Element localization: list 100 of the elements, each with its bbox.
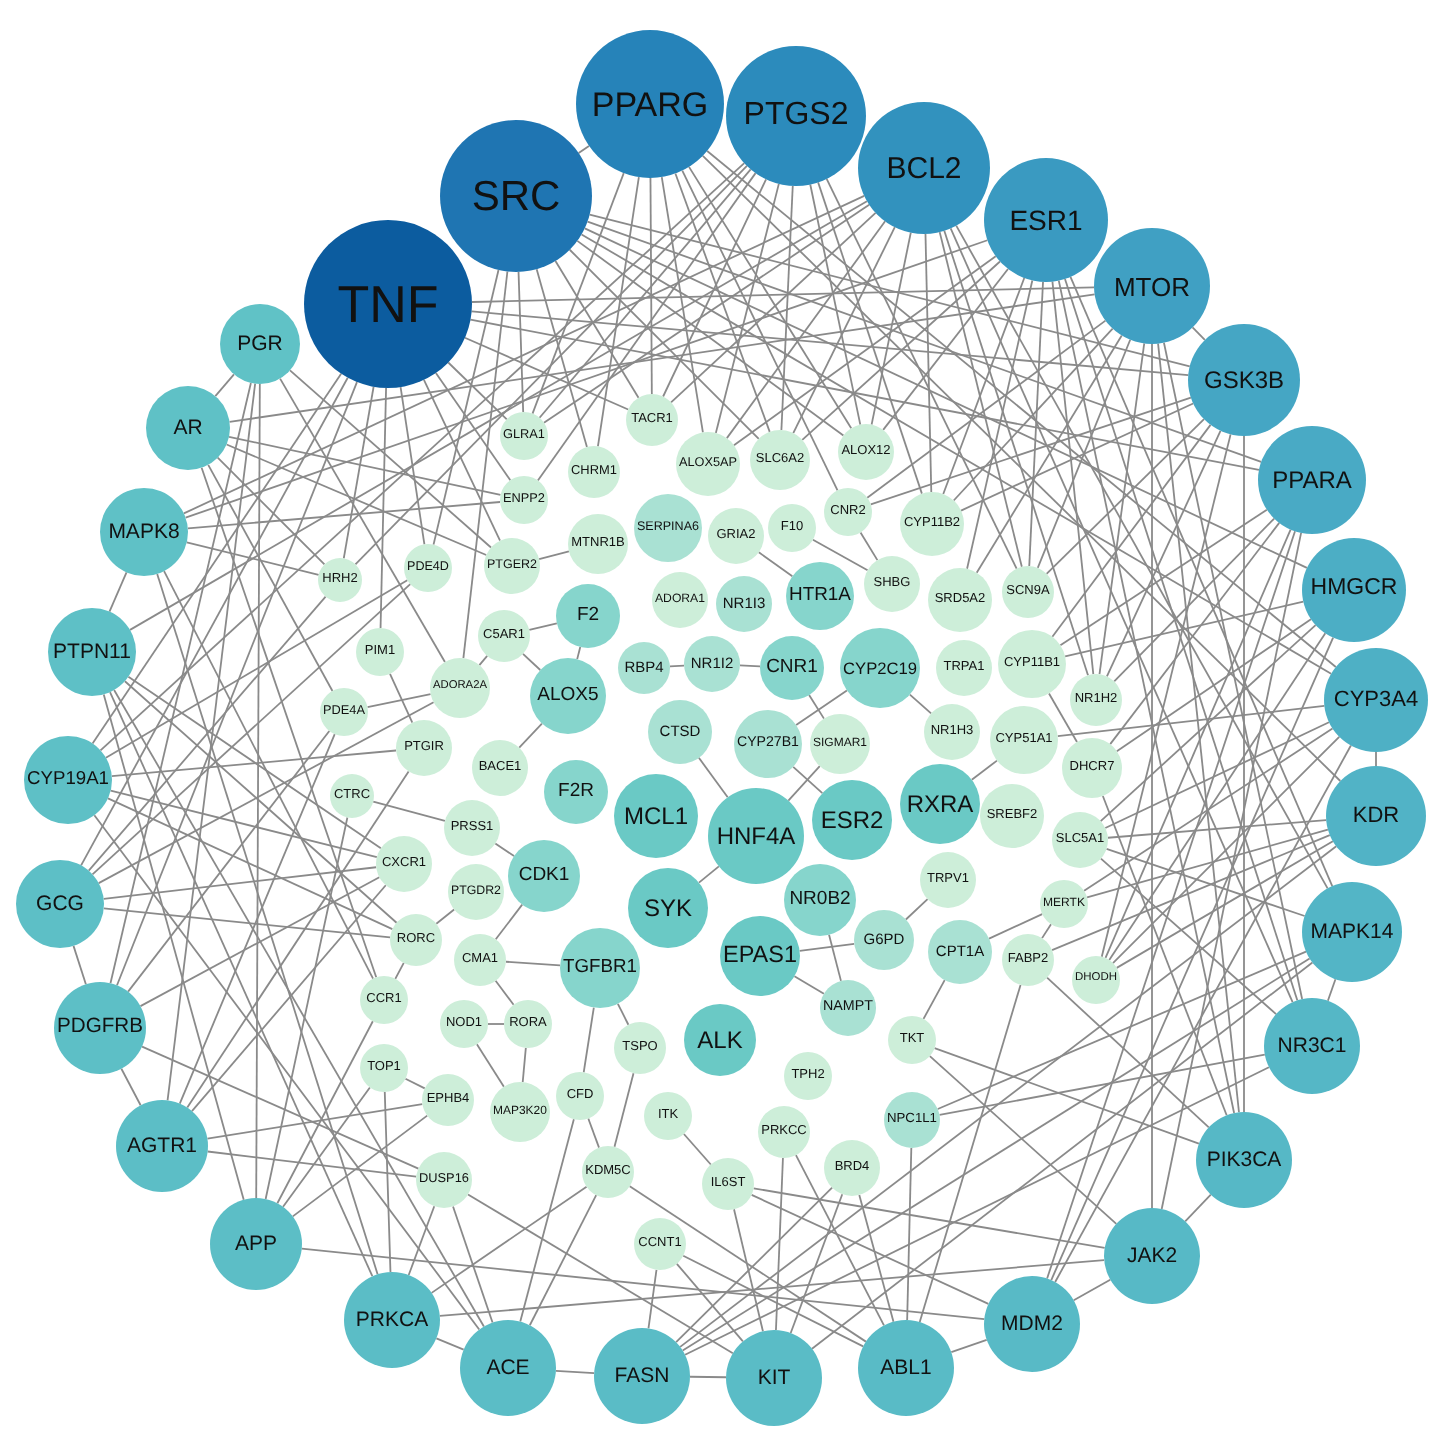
node-label: KDR xyxy=(1352,805,1400,827)
network-node xyxy=(318,558,362,602)
network-edge xyxy=(828,933,842,982)
network-node xyxy=(560,928,640,1008)
network-edge xyxy=(124,680,398,924)
network-node xyxy=(210,1198,302,1290)
network-edge xyxy=(464,336,630,411)
network-node xyxy=(702,1158,754,1210)
network-node xyxy=(810,714,870,774)
network-edge xyxy=(675,1186,833,1344)
network-edge xyxy=(698,756,729,799)
network-edge xyxy=(91,583,412,876)
network-node xyxy=(430,658,490,718)
network-node xyxy=(24,736,112,824)
network-edge xyxy=(206,1150,418,1178)
network-edge xyxy=(1059,508,1268,647)
network-node xyxy=(684,1004,756,1076)
network-edge xyxy=(383,1091,392,1273)
network-edge xyxy=(228,293,1096,423)
network-node xyxy=(618,642,670,694)
network-edge xyxy=(342,385,375,560)
network-edge xyxy=(808,694,825,720)
node-label: ESR2 xyxy=(820,808,884,832)
network-edge xyxy=(949,227,1294,1003)
network-edge xyxy=(102,693,245,1201)
network-node xyxy=(376,836,432,892)
network-edge xyxy=(80,376,349,867)
network-node xyxy=(1104,1208,1200,1304)
network-edge xyxy=(102,866,378,900)
network-edge xyxy=(812,538,869,572)
network-edge xyxy=(1051,424,1212,638)
node-label: MDM2 xyxy=(1001,1313,1063,1335)
network-edge xyxy=(1056,704,1326,738)
network-edge xyxy=(394,962,405,980)
network-edge xyxy=(191,884,387,1112)
network-edge xyxy=(1107,819,1328,839)
network-node xyxy=(644,1092,692,1140)
network-edge xyxy=(811,961,1314,1350)
network-node xyxy=(304,220,472,388)
network-edge xyxy=(462,270,509,660)
network-edge xyxy=(588,213,1191,368)
network-edge xyxy=(1046,976,1210,1129)
network-edge xyxy=(809,183,862,426)
network-edge xyxy=(1184,1193,1212,1223)
network-edge xyxy=(91,372,343,745)
network-edge xyxy=(554,260,640,399)
network-edge xyxy=(1104,528,1292,959)
network-edge xyxy=(793,975,825,995)
network-edge xyxy=(1099,624,1317,823)
node-label: PPARA xyxy=(1272,468,1352,492)
network-edge xyxy=(109,789,378,859)
network-edge xyxy=(739,664,761,668)
network-edge xyxy=(108,571,128,613)
network-edge xyxy=(300,1247,986,1320)
network-edge xyxy=(568,248,760,440)
network-edge xyxy=(430,1185,588,1294)
node-label: SRC xyxy=(471,175,561,217)
network-edge xyxy=(975,334,1123,574)
network-edge xyxy=(936,950,1307,1110)
network-edge xyxy=(1057,279,1235,1114)
network-node xyxy=(928,568,992,632)
network-node xyxy=(508,840,580,912)
network-edge xyxy=(752,1187,1106,1249)
network-edge xyxy=(476,1043,505,1088)
network-edge xyxy=(787,765,821,802)
network-node xyxy=(116,1100,208,1192)
node-label: PTGS2 xyxy=(743,100,849,132)
network-node xyxy=(858,1320,954,1416)
network-node xyxy=(444,800,500,856)
node-label: PRKCA xyxy=(355,1309,429,1331)
network-edge xyxy=(282,1086,371,1208)
network-node xyxy=(854,910,914,970)
network-node xyxy=(676,432,740,496)
network-node xyxy=(146,386,230,470)
network-edge xyxy=(163,570,374,980)
network-edge xyxy=(733,1208,764,1333)
network-edge xyxy=(120,1067,142,1107)
network-edge xyxy=(404,1077,426,1090)
network-edge xyxy=(675,1262,744,1343)
network-node xyxy=(614,774,698,858)
network-edge xyxy=(859,531,879,561)
network-edge xyxy=(102,907,392,939)
network-edge xyxy=(505,960,561,967)
network-edge xyxy=(725,220,886,440)
network-edge xyxy=(1048,692,1078,743)
network-edge xyxy=(688,165,853,430)
network-edge xyxy=(97,701,435,884)
network-edge xyxy=(1041,923,1052,940)
network-edge xyxy=(1100,433,1232,958)
network-edge xyxy=(478,654,489,666)
network-edge xyxy=(682,1254,865,1348)
network-edge xyxy=(517,271,525,413)
network-edge xyxy=(780,185,794,431)
network-node xyxy=(422,1074,474,1126)
network-node xyxy=(330,774,374,818)
network-node xyxy=(628,868,708,948)
network-edge xyxy=(435,1337,465,1351)
network-node xyxy=(634,1218,686,1270)
node-label: ALK xyxy=(697,1028,743,1052)
network-node xyxy=(1258,426,1366,534)
